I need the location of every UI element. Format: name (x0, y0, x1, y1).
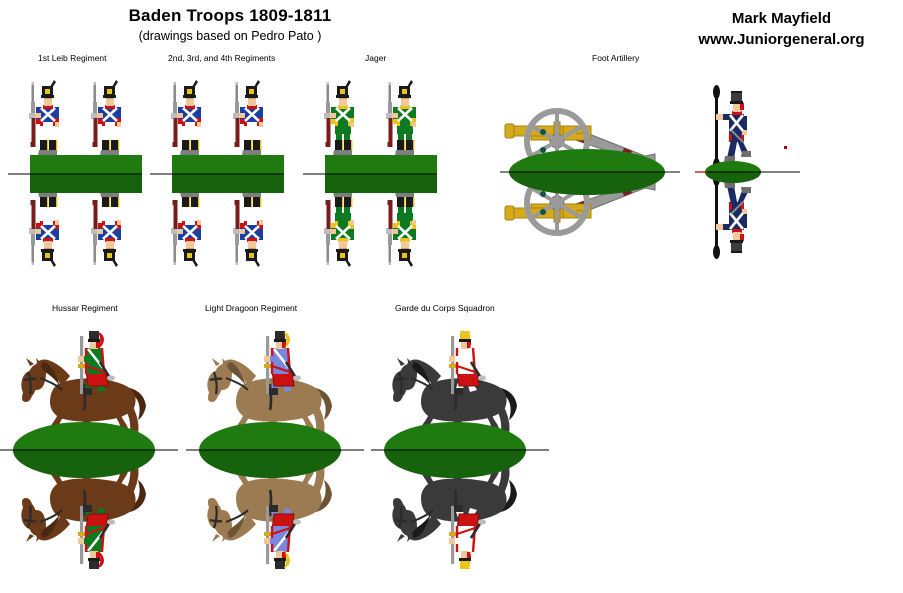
unit-sheet-hussar[interactable] (0, 310, 185, 593)
unit-label-line: 2nd, 3rd, and 4th Regiments (168, 53, 276, 63)
base-strip-top (30, 155, 142, 174)
unit-label-garde: Garde du Corps Squadron (395, 303, 495, 313)
infantry-figures-upright (322, 78, 418, 157)
unit-sheet-line[interactable] (142, 0, 322, 280)
unit-sheet-garde[interactable] (371, 310, 556, 593)
unit-label-leib: 1st Leib Regiment (38, 53, 107, 63)
unit-label-artillery: Foot Artillery (592, 53, 640, 63)
infantry-figures-mirrored (322, 190, 418, 269)
unit-sheet-leib[interactable] (0, 0, 180, 280)
unit-sheet-artillery-gun[interactable] (500, 0, 690, 280)
base-oval-shade (705, 172, 761, 183)
page-subtitle: (drawings based on Pedro Pato ) (138, 29, 322, 43)
infantry-figures-upright (27, 78, 123, 157)
base-oval-shade (384, 450, 526, 478)
base-oval-shade (199, 450, 341, 478)
unit-label-hussar: Hussar Regiment (52, 303, 118, 313)
base-oval-shade (13, 450, 155, 478)
unit-sheet-artillery-crew[interactable] (695, 0, 805, 280)
gunner-mirrored (711, 170, 753, 261)
base-strip-bottom (30, 174, 142, 193)
infantry-figures-mirrored (169, 190, 265, 269)
page-title: Baden Troops 1809-1811 (128, 6, 332, 25)
base-strip-bottom (325, 174, 437, 193)
infantry-figures-upright (169, 78, 265, 157)
base-strip-top (325, 155, 437, 174)
unit-label-dragoon: Light Dragoon Regiment (205, 303, 298, 313)
author-name: Mark Mayfield (731, 10, 832, 27)
base-strip-top (172, 155, 284, 174)
gunner-upright (711, 83, 753, 174)
infantry-figures-mirrored (27, 190, 123, 269)
website-url: www.Juniorgeneral.org (698, 31, 865, 48)
unit-sheet-jager[interactable] (295, 0, 475, 280)
unit-sheet-dragoon[interactable] (186, 310, 371, 593)
base-strip-bottom (172, 174, 284, 193)
unit-label-jager: Jager (365, 53, 387, 63)
base-oval-shade (509, 172, 665, 195)
stray-red-mark (784, 146, 787, 149)
